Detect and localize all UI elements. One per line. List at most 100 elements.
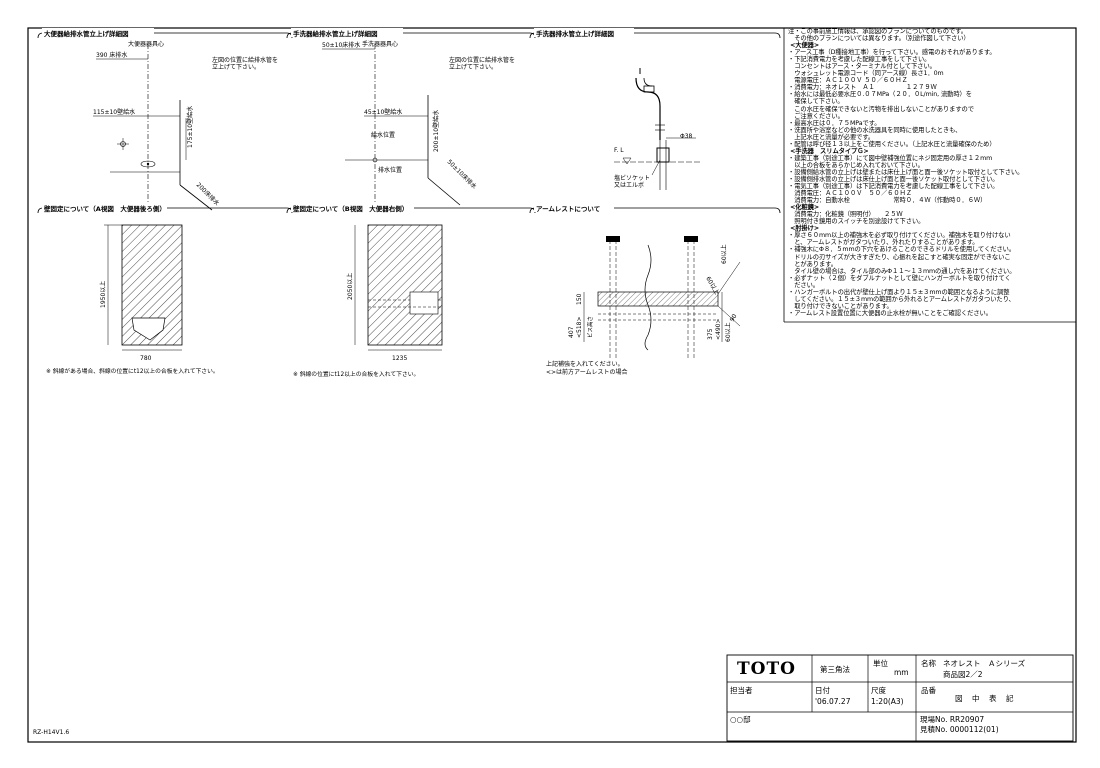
panel-armrest: アームレストについて 150 407 <518> ビス高さ 375 <490> …	[529, 203, 781, 376]
note-line: 確保して下さい。	[788, 98, 844, 106]
width-dim: 1235	[392, 355, 407, 362]
drain-label: 390 床排水	[96, 51, 127, 59]
dim-90: 90	[729, 313, 739, 323]
note-line: ・必ずナット（２個）をダブルナットとして壁にハンガーボルトを取り付けてく	[788, 274, 1011, 282]
panel-title: 壁固定について（B視図 大便器右側）	[293, 204, 408, 213]
note-line: ・ハンガーボルトの出代が壁仕上げ面より１５±３mmの範囲となるように調整	[788, 288, 1010, 296]
note-line: ・補強木にΦ８．５mmの下穴をあけることのできるドリルを使用してください。	[788, 246, 1016, 254]
note-line: 消費電力：自動水栓 常時０．４Ｗ（作動時０．６Ｗ）	[788, 197, 987, 205]
panel-toilet-detail: 大便器給排水管立上げ詳細図 大便器器具心 390 床排水 左図の位置に給排水管を…	[37, 28, 293, 211]
dim-diagonal: 50±10床排水	[446, 158, 479, 191]
center-label: 手洗器器具心	[362, 40, 398, 48]
notes-block: 注・この事前施工情報は、承認図のプランについてのものです。 その他のプランについ…	[788, 28, 1078, 317]
drain-mark	[140, 160, 156, 168]
panel-title: 壁固定について（A視図 大便器後ろ側）	[44, 204, 166, 213]
projection-label: 第三角法	[820, 665, 850, 674]
dept-label: ○○邸	[730, 715, 751, 724]
trap-pipe	[635, 77, 661, 140]
note-line: ・電気工事（別途工事）は下記消費電力を考慮した配線工事をして下さい。	[788, 183, 999, 191]
panel-sink-drain-detail: 手洗器排水管立上げ詳細図 Φ38 F. L 塩ビソケット 又はエルボ	[529, 28, 781, 190]
title-block: TOTO 第三角法 単位 mm 名称 ネオレスト Ａシリーズ 商品図2／2 担当…	[727, 655, 1073, 741]
version-label: RZ-H14V1.6	[33, 729, 70, 736]
note-line: 注・この事前施工情報は、承認図のプランについてのものです。	[788, 28, 967, 35]
unit-label: 単位	[873, 659, 888, 668]
fl-label: F. L	[614, 147, 624, 154]
panel-title: 大便器給排水管立上げ詳細図	[44, 29, 129, 38]
unit-value: mm	[894, 668, 909, 677]
height-dim: 1950以上	[99, 281, 107, 308]
title-block-grid	[726, 654, 1074, 742]
note-line: 電源電圧：ＡＣ１００Ｖ ５０／６０ＨＺ	[788, 77, 908, 85]
note-line: ・建築工事（別途工事）にて図中壁補強位置にネジ固定用の厚さ１２mm	[788, 154, 993, 162]
note-line: 取り付けできないことがあります。	[788, 302, 893, 310]
bis-label: ビス高さ	[586, 316, 594, 338]
toto-logo: TOTO	[737, 659, 796, 679]
note-line: ださい。	[788, 281, 819, 289]
note-line: その他のプランについては異なります。（別途作図して下さい）	[788, 35, 970, 43]
note-line: 左図の位置に給排水管を	[449, 56, 515, 64]
dim-490: <490>	[715, 318, 722, 340]
dim-vertical: 200±10壁給水	[432, 110, 440, 152]
note-line: とがあります。	[788, 260, 837, 268]
part-label: 品番	[921, 686, 936, 695]
note-line: ・設備側排水管の立上げは床仕上げ面と面一後ソケット取付として下さい。	[788, 175, 999, 183]
drain-label: 50±10床排水	[322, 41, 360, 49]
dim-407: 407	[568, 326, 575, 338]
note-line: ウォシュレット電源コード（同アース線）長さ1．0m	[788, 70, 944, 78]
note-line: ・設備側給水管の立上げは壁または床仕上げ面と面一後ソケット取付として下さい。	[788, 168, 1024, 176]
note-line: 立上げて下さい。	[449, 63, 497, 71]
note-line: 消費電力：化粧鏡（照明付） ２５Ｗ	[788, 211, 903, 219]
height-dim: 2050以上	[346, 273, 354, 300]
site-number: 現場No. RR20907	[920, 715, 985, 724]
scale-value: 1:20(A3)	[871, 697, 904, 706]
panel-wall-b: 壁固定について（B視図 大便器右側） 2050以上 1235 ※ 斜線の位置にt…	[286, 203, 536, 378]
socket-label: 又はエルボ	[614, 181, 644, 189]
note-line: ドリルの刃サイズが大きすぎたり、心振れを起こすと確実な固定ができないこ	[788, 253, 1011, 261]
note-line: <大便器>	[788, 42, 820, 50]
dim-60: 60以上	[724, 322, 732, 342]
note-line: 消費電圧：ＡＣ１００Ｖ ５０／６０ＨＺ	[788, 190, 912, 198]
panel-sink-detail: 手洗器給排水管立上げ詳細図 手洗器器具心 50±10床排水 左図の位置に給排水管…	[286, 28, 536, 206]
socket-label: 塩ビソケット	[614, 174, 650, 182]
phi-label: Φ38	[680, 133, 693, 140]
note-line: 上記水圧と流量が必要です。	[788, 133, 875, 141]
date-value: '06.07.27	[815, 697, 851, 706]
panel-note: ※ 斜線がある場合、斜線の位置にt12以上の合板を入れて下さい。	[46, 367, 219, 375]
panel-wall-a: 壁固定について（A視図 大便器後ろ側） 1950以上 780 ※ 斜線がある場合…	[37, 203, 293, 375]
dim-60: 60以上	[720, 244, 728, 264]
note-line: ・アームレスト設置位置に大便器の止水栓が無いことをご確認ください。	[788, 309, 992, 317]
note-line: 立上げて下さい。	[212, 63, 260, 71]
panel-title: 手洗器排水管立上げ詳細図	[536, 29, 615, 38]
name-value: ネオレスト Ａシリーズ	[943, 659, 1026, 668]
note-line: ・最高水圧は０．７５MPaです。	[788, 119, 881, 127]
dim-518: <518>	[576, 316, 583, 338]
note-line: この水圧を確保できないと汚物を排出しないことがありますので	[788, 105, 974, 113]
note-line: 左図の位置に給排水管を	[212, 56, 278, 64]
part-value: 図 中 表 記	[955, 694, 1015, 703]
note-line: ・アース工事（D種接地工事）を行って下さい。感電のおそれがあります。	[788, 49, 996, 57]
note-line: ・給水には最低必要水圧０.０７MPa（２０．０L/min, 流動時）を	[788, 91, 972, 99]
panel-note: ※ 斜線の位置にt12以上の合板を入れて下さい。	[293, 370, 419, 378]
person-label: 担当者	[730, 686, 753, 695]
drain-position: 排水位置	[378, 166, 402, 174]
note-line: ・洗面所や浴室などの他の水洗器具を同時に使用したときも、	[788, 126, 962, 134]
note-line: してください。１５±３mmの範囲から外れるとアームレストがガタついたり、	[788, 295, 1015, 303]
center-label: 大便器器具心	[128, 40, 164, 48]
panel-note: <>は前方アームレストの場合	[546, 368, 628, 376]
note-line: ご注意ください。	[788, 112, 844, 120]
note-line: ・厚さ６０mm以上の補強木を必ず取り付けてください。補強木を取り付けない	[788, 232, 1011, 240]
supply-label: 115±10壁給水	[93, 108, 135, 116]
toilet-outline	[131, 317, 166, 341]
supply-position: 給水位置	[371, 131, 395, 139]
dim-vertical: 175±10壁給水	[186, 106, 194, 148]
name-label: 名称	[921, 659, 936, 668]
supply-label: 45±10壁給水	[364, 108, 402, 116]
note-line: <化粧鏡>	[788, 204, 820, 212]
width-dim: 780	[140, 355, 152, 362]
note-line: 以上の合板をあらかじめ入れておいて下さい。	[788, 161, 924, 169]
note-line: と、アームレストがガタついたり、外れたりすることがあります。	[788, 239, 979, 247]
quote-number: 見積No. 0000112(01)	[920, 725, 999, 734]
panel-title: アームレストについて	[536, 205, 600, 213]
panel-note: 上記補強を入れてください。	[546, 360, 624, 368]
